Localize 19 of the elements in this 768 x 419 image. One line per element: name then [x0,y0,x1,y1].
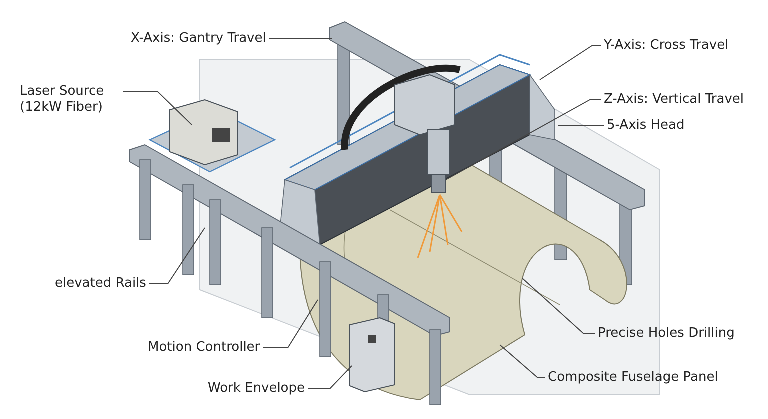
callout-label: 5-Axis Head [607,118,685,134]
callout-label: Composite Fuselage Panel [548,370,718,386]
callout-label: elevated Rails [55,276,146,292]
callout-label: Work Envelope [208,381,306,397]
leader-line [122,92,192,126]
callout-label: Y-Axis: Cross Travel [604,38,729,54]
callout-label: X-Axis: Gantry Travel [131,31,266,47]
callout-label: Precise Holes Drilling [598,326,735,342]
leader-line [540,46,602,80]
callout-label: Laser Source (12kW Fiber) [20,84,120,116]
leader-line [522,278,596,334]
callout-label: Motion Controller [148,340,260,356]
leader-line [268,38,332,40]
leader-line [500,344,546,378]
leader-line [446,100,602,180]
callout-label: Z-Axis: Vertical Travel [604,92,744,108]
leader-line [262,300,318,348]
leader-line [149,228,206,284]
leader-line [308,366,352,390]
